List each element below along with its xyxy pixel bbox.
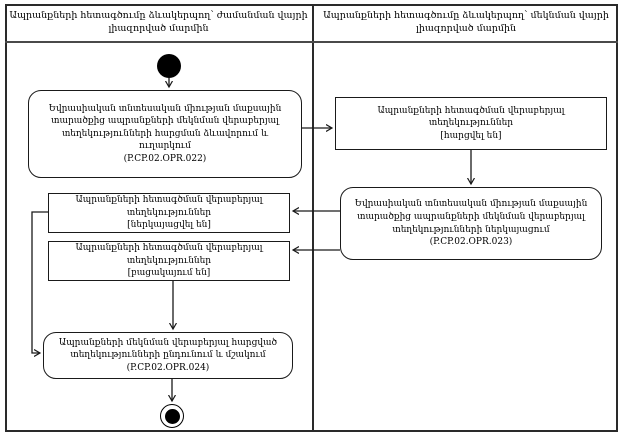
object-node-info-submitted: Ապրանքների հետագծման վերաբերյալ տեղեկութ…: [48, 193, 290, 233]
swimlane-header-arrival-authority: Ապրանքների հետագծումը ձևակերպող՝ ժամանմա…: [9, 9, 308, 34]
activity-node-opr022: Եվրասիական տնտեսական միության մաքսային տ…: [28, 90, 302, 178]
swimlane-divider: [312, 4, 314, 432]
activity-node-opr023: Եվրասիական տնտեսական միության մաքսային տ…: [340, 187, 602, 260]
object-node-info-absent: Ապրանքների հետագծման վերաբերյալ տեղեկութ…: [48, 241, 290, 281]
initial-node: [157, 54, 181, 78]
final-node-core: [164, 408, 180, 424]
object-node-info-requested: Ապրանքների հետագծման վերաբերյալ տեղեկութ…: [335, 97, 607, 150]
activity-node-opr024: Ապրանքների մեկնման վերաբերյալ հարցված տե…: [43, 332, 293, 379]
swimlane-header-departure-authority: Ապրանքների հետագծումը ձևակերպող՝ մեկնման…: [323, 9, 609, 34]
final-node: [160, 404, 184, 428]
lane-header-separator: [5, 41, 618, 43]
